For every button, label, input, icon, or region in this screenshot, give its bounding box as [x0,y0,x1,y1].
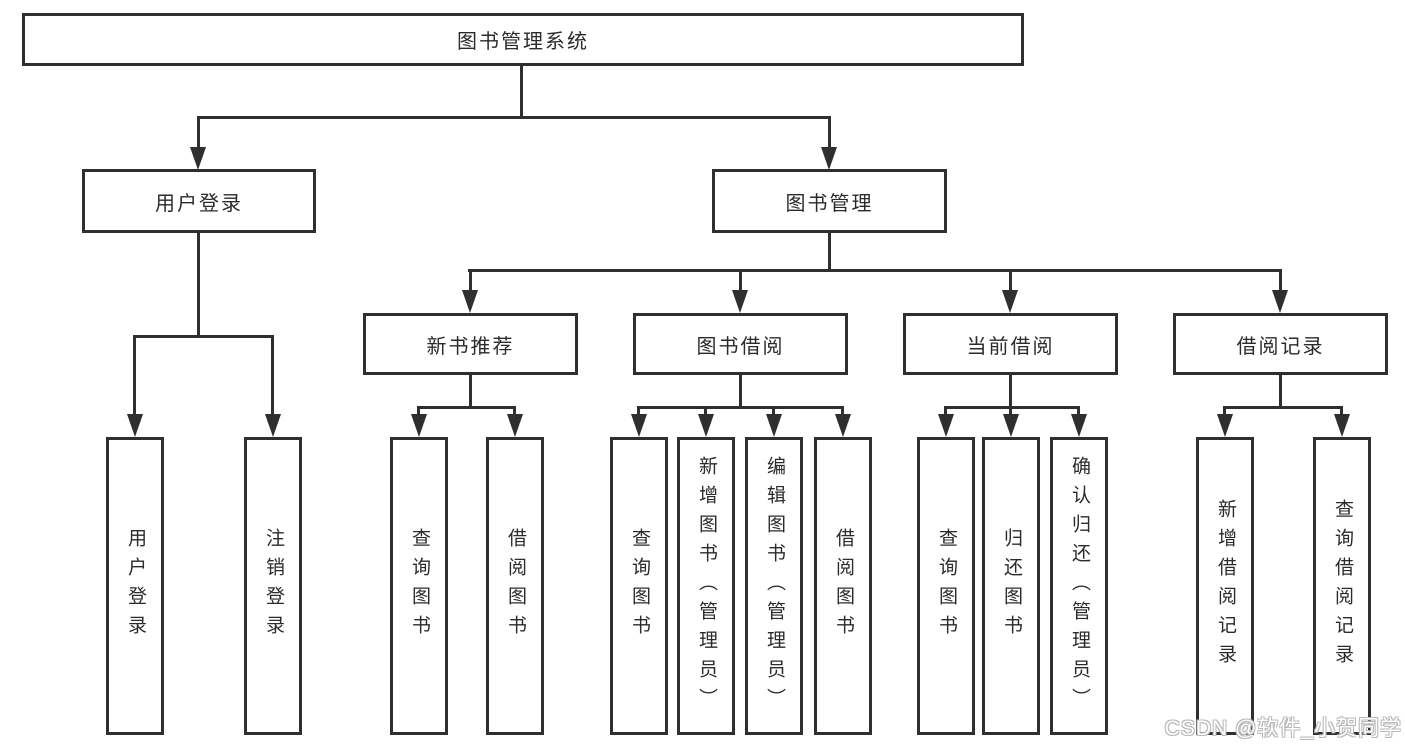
leaf-confirm-return-admin: 确认归还（管理员） [1050,437,1108,735]
connector-leaf-stub [1077,406,1080,418]
connector-current-borrow-branch [944,406,1080,409]
connector-book-management-stem [828,233,831,272]
arrowhead-icon [698,414,714,437]
leaf-label: 借阅图书 [504,528,526,644]
leaf-add-borrow-record: 新增借阅记录 [1196,437,1254,735]
node-label: 用户登录 [155,192,243,215]
connector-leaf-stub [1009,406,1012,418]
node-new-book-recommend: 新书推荐 [363,313,578,375]
arrowhead-icon [1272,290,1288,313]
leaf-borrow-books: 借阅图书 [814,437,872,735]
connector-leaf-stub [704,406,707,418]
connector-leaf-stub [772,406,775,418]
arrowhead-icon [766,414,782,437]
node-user-login: 用户登录 [82,169,316,233]
connector-borrow-records-branch [1223,406,1343,409]
connector-leaf-stub [133,335,136,416]
connector-leaf-stub [1340,406,1343,418]
leaf-label: 编辑图书（管理员） [763,455,785,717]
arrowhead-icon [938,414,954,437]
arrowhead-icon [821,147,837,170]
leaf-borrow-books-recommend: 借阅图书 [486,437,544,735]
connector-leaf-stub [944,406,947,418]
leaf-edit-books-admin: 编辑图书（管理员） [745,437,803,735]
connector-book-borrow-branch [637,406,844,409]
leaf-label: 查询图书 [408,528,430,644]
leaf-label: 新增借阅记录 [1214,499,1236,673]
connector-new-book-branch [417,406,516,409]
node-book-borrow: 图书借阅 [633,313,848,375]
connector-root-stem [520,66,523,119]
leaf-label: 查询借阅记录 [1331,499,1353,673]
arrowhead-icon [127,414,143,437]
leaf-label: 借阅图书 [832,528,854,644]
leaf-label: 用户登录 [124,528,146,644]
leaf-query-books-borrow: 查询图书 [610,437,668,735]
connector-leaf-stub [637,406,640,418]
leaf-label: 归还图书 [1000,528,1022,644]
csdn-watermark: CSDN @软件_小贺同学 [1164,717,1402,740]
arrowhead-icon [411,414,427,437]
connector-level3-stub [1009,269,1012,294]
arrowhead-icon [1217,414,1233,437]
leaf-add-books-admin: 新增图书（管理员） [677,437,735,735]
leaf-query-borrow-record: 查询借阅记录 [1313,437,1371,735]
connector-borrow-records-stem [1279,375,1282,409]
connector-user-login-stem [197,233,200,338]
node-library-system-root: 图书管理系统 [22,13,1024,66]
leaf-label: 确认归还（管理员） [1068,455,1090,717]
arrowhead-icon [1002,290,1018,313]
connector-level3-branch [468,269,1282,272]
connector-current-borrow-stem [1009,375,1012,409]
connector-level3-stub [469,269,472,294]
connector-book-management-stub [828,116,831,150]
node-current-borrow: 当前借阅 [903,313,1118,375]
leaf-label: 查询图书 [935,528,957,644]
arrowhead-icon [835,414,851,437]
arrowhead-icon [265,414,281,437]
node-label: 图书借阅 [696,335,785,358]
arrowhead-icon [190,147,206,170]
arrowhead-icon [1003,414,1019,437]
arrowhead-icon [507,414,523,437]
node-label: 图书管理 [785,192,874,215]
connector-level3-stub [1279,269,1282,294]
node-label: 新书推荐 [426,335,515,358]
leaf-label: 查询图书 [628,528,650,644]
connector-leaf-stub [417,406,420,418]
connector-leaf-stub [1223,406,1226,418]
connector-leaf-stub [841,406,844,418]
connector-leaf-stub [513,406,516,418]
leaf-label: 新增图书（管理员） [695,455,717,717]
leaf-query-books-recommend: 查询图书 [390,437,448,735]
arrowhead-icon [1071,414,1087,437]
node-borrow-records: 借阅记录 [1173,313,1388,375]
node-label: 借阅记录 [1236,335,1325,358]
leaf-return-books: 归还图书 [982,437,1040,735]
connector-book-borrow-stem [739,375,742,409]
arrowhead-icon [1334,414,1350,437]
connector-level3-stub [739,269,742,294]
arrowhead-icon [631,414,647,437]
connector-user-login-branch [133,335,274,338]
connector-level2-branch [197,116,831,119]
leaf-logout: 注销登录 [244,437,302,735]
connector-new-book-stem [469,375,472,409]
connector-user-login-stub [197,116,200,150]
arrowhead-icon [732,290,748,313]
arrowhead-icon [462,290,478,313]
node-book-management: 图书管理 [712,169,947,233]
connector-leaf-stub [271,335,274,416]
leaf-query-books-current: 查询图书 [917,437,975,735]
leaf-label: 注销登录 [262,528,284,644]
node-label: 当前借阅 [966,335,1055,358]
node-label: 图书管理系统 [457,31,589,53]
leaf-user-login: 用户登录 [106,437,164,735]
